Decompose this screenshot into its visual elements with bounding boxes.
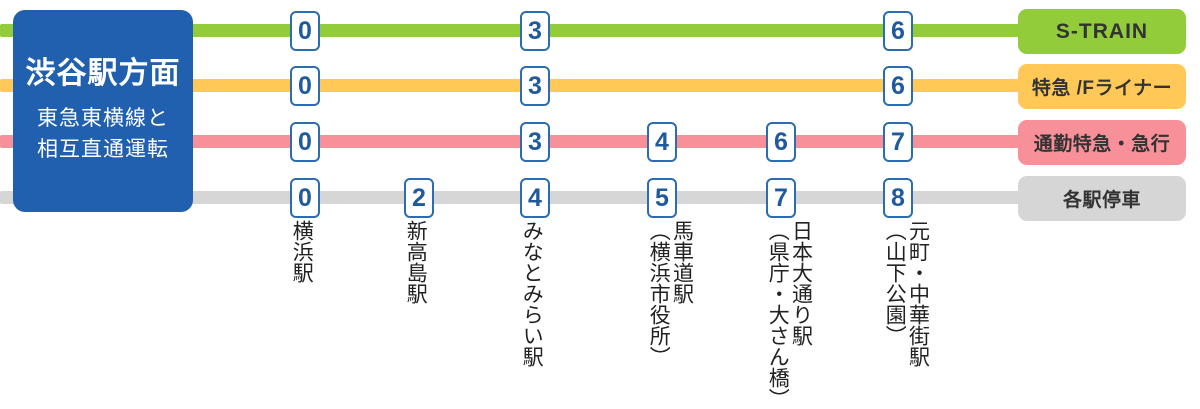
station-name: 元町・中華街駅（山下公園） xyxy=(883,220,929,367)
station-number-badge: 0 xyxy=(290,122,320,162)
station-number-badge: 7 xyxy=(766,178,796,218)
station-number-badge: 2 xyxy=(404,178,434,218)
station-number-badge: 4 xyxy=(647,122,677,162)
station-number-badge: 6 xyxy=(883,11,913,51)
station-name-primary: 馬車道駅 xyxy=(670,220,694,304)
origin-panel-title: 渋谷駅方面 xyxy=(25,57,181,91)
service-type-label: 通勤特急・急行 xyxy=(1018,120,1186,165)
station-name-primary: 日本大通り駅 xyxy=(789,220,813,346)
station-number-badge: 0 xyxy=(290,66,320,106)
station-number-badge: 6 xyxy=(883,66,913,106)
station-number-badge: 8 xyxy=(883,178,913,218)
station-name-primary: 横浜駅 xyxy=(290,220,314,283)
station-number-badge: 7 xyxy=(883,122,913,162)
station-number-badge: 0 xyxy=(290,11,320,51)
station-name-secondary: （横浜市役所） xyxy=(647,220,671,367)
route-stop-pattern-diagram: S-TRAIN 特急 /Fライナー通勤特急・急行各駅停車 0 3 6 0 3 6 0 3 4 6 7 0… xyxy=(0,9,1186,409)
station-number-badge: 0 xyxy=(290,178,320,218)
origin-panel-subtitle: 東急東横線と 相互直通運転 xyxy=(37,104,169,165)
station-name-primary: みなとみらい駅 xyxy=(520,220,544,367)
origin-panel-subtitle-line-2: 相互直通運転 xyxy=(37,137,169,161)
station-name-primary: 元町・中華街駅 xyxy=(906,220,930,367)
station-number-badge: 5 xyxy=(647,178,677,218)
origin-panel-subtitle-line-1: 東急東横線と xyxy=(37,107,169,131)
station-name: 馬車道駅（横浜市役所） xyxy=(647,220,693,367)
station-name: 新高島駅 xyxy=(404,220,428,304)
station-name: みなとみらい駅 xyxy=(520,220,544,367)
service-type-label: 特急 /Fライナー xyxy=(1018,64,1186,109)
station-name: 横浜駅 xyxy=(290,220,314,283)
station-number-badge: 3 xyxy=(520,122,550,162)
station-number-badge: 6 xyxy=(766,122,796,162)
service-line-bar xyxy=(0,24,1030,37)
station-name: 日本大通り駅（県庁・大さん橋） xyxy=(766,220,812,409)
station-name-secondary: （県庁・大さん橋） xyxy=(766,220,790,409)
service-type-label: 各駅停車 xyxy=(1018,176,1186,221)
station-number-badge: 3 xyxy=(520,66,550,106)
station-name-secondary: （山下公園） xyxy=(883,220,907,346)
station-number-badge: 4 xyxy=(520,178,550,218)
station-number-badge: 3 xyxy=(520,11,550,51)
service-line-bar xyxy=(0,79,1030,92)
origin-direction-panel: 渋谷駅方面 東急東横線と 相互直通運転 xyxy=(13,10,193,212)
service-type-label: S-TRAIN xyxy=(1018,9,1186,54)
station-name-primary: 新高島駅 xyxy=(404,220,428,304)
